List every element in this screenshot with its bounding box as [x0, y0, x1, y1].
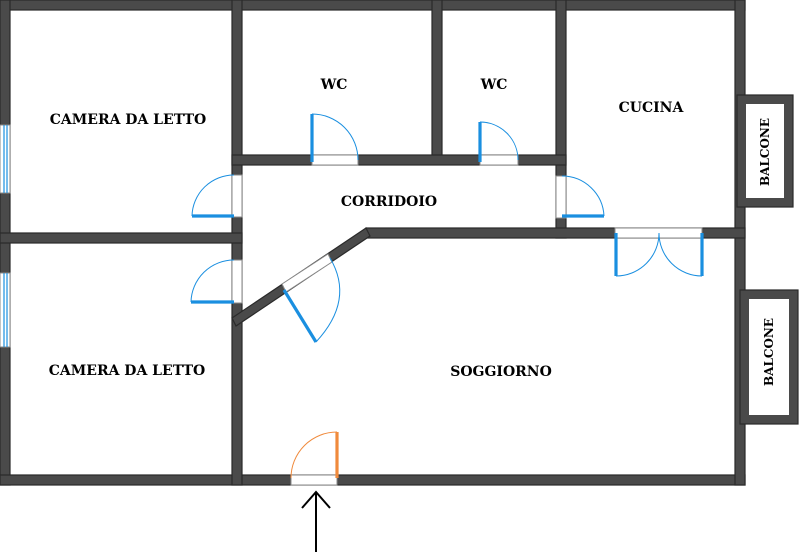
door-kitchen-swing: [561, 175, 605, 217]
label-kitchen: CUCINA: [619, 100, 685, 116]
label-living-room: SOGGIORNO: [450, 364, 552, 380]
walls: [0, 0, 799, 486]
door-kitchen-living-right-swing: [658, 232, 703, 277]
door-wc-right-swing: [479, 121, 519, 161]
wall-corridor-top: [231, 154, 567, 166]
door-opening-entrance: [290, 474, 338, 486]
arrow-up-icon: [301, 490, 331, 552]
wall-top: [0, 0, 746, 11]
door-opening-wc-left: [311, 154, 359, 166]
room-labels: CAMERA DA LETTO CAMERA DA LETTO WC WC CU…: [49, 77, 776, 386]
door-kitchen-living-left-swing: [615, 232, 660, 277]
label-wc-left: WC: [320, 77, 348, 93]
windows: [0, 124, 11, 348]
doors: [190, 113, 704, 486]
door-bedroom-top-swing: [191, 174, 235, 217]
label-wc-right: WC: [480, 77, 508, 93]
label-corridor: CORRIDOIO: [341, 194, 437, 210]
door-corridor-living-swing: [315, 257, 341, 343]
door-opening-bedroom-bottom: [231, 259, 243, 304]
door-entrance-swing: [290, 431, 338, 479]
wall-bedrooms-divider: [0, 232, 243, 244]
door-corridor-living[interactable]: [282, 289, 318, 343]
balcony-bottom-floor: [749, 299, 789, 415]
wall-wc-divider: [431, 0, 443, 163]
door-opening-kitchen: [555, 175, 567, 219]
label-bedroom-bottom: CAMERA DA LETTO: [49, 363, 205, 379]
balcony-top-floor: [746, 104, 784, 198]
label-balcony-top: BALCONE: [758, 118, 772, 186]
window-bedroom-top: [0, 124, 11, 194]
wall-right: [734, 0, 746, 486]
label-balcony-bottom: BALCONE: [762, 318, 776, 386]
door-opening-wc-right: [479, 154, 519, 166]
wall-bottom: [0, 474, 746, 486]
door-opening-bedroom-top: [231, 174, 243, 218]
door-wc-left-swing: [311, 113, 359, 161]
window-bedroom-bottom: [0, 272, 11, 348]
door-bedroom-bottom-swing: [190, 259, 235, 303]
label-bedroom-top: CAMERA DA LETTO: [50, 112, 206, 128]
door-opening-diagonal: [281, 253, 333, 293]
